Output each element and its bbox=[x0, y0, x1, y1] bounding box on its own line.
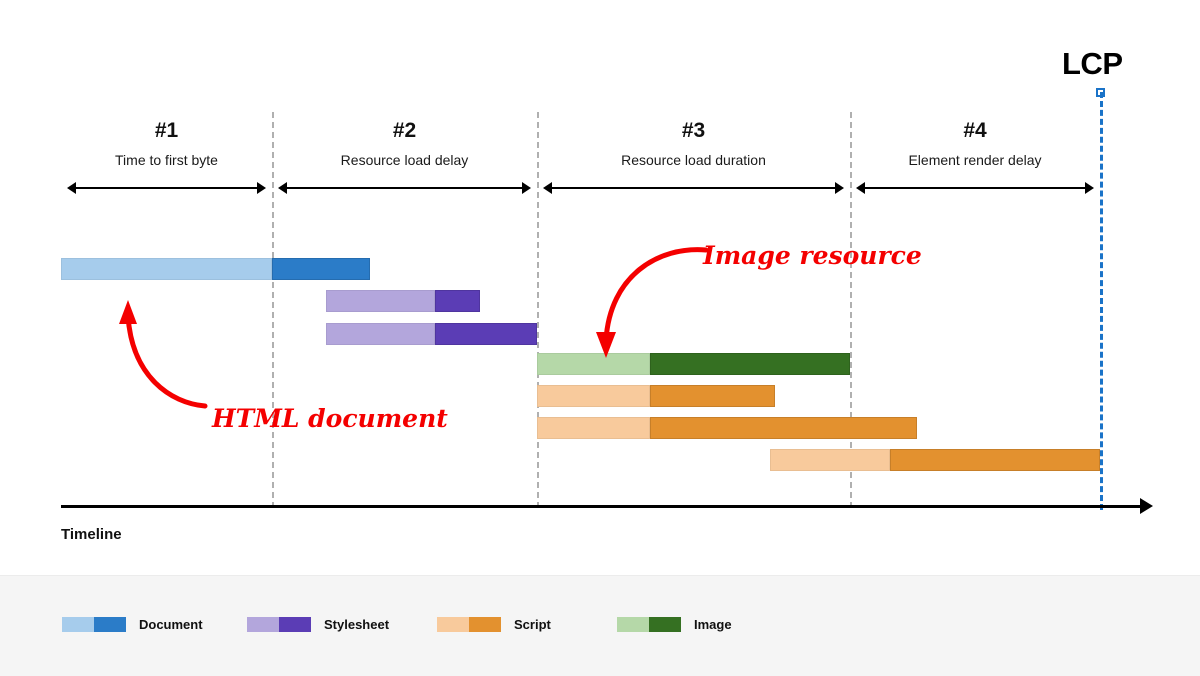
arrow-head-right-icon bbox=[522, 182, 531, 194]
arrow-shaft bbox=[285, 187, 524, 189]
legend-swatch-icon bbox=[617, 617, 681, 632]
legend-swatch-dark bbox=[279, 617, 311, 632]
bar-segment-duration bbox=[890, 449, 1100, 471]
arrow-head-right-icon bbox=[1085, 182, 1094, 194]
arrow-head-left-icon bbox=[543, 182, 552, 194]
html-document-annotation: HTML document bbox=[212, 404, 448, 433]
arrow-shaft bbox=[74, 187, 259, 189]
image-resource-arrow-icon bbox=[596, 247, 709, 358]
legend-swatch-light bbox=[437, 617, 469, 632]
bar-segment-duration bbox=[435, 323, 537, 345]
legend-item-image: Image bbox=[617, 617, 732, 632]
bar-segment-delay bbox=[326, 290, 435, 312]
timeline-axis bbox=[61, 505, 1140, 508]
legend-swatch-icon bbox=[62, 617, 126, 632]
bar-segment-delay bbox=[770, 449, 890, 471]
html-document-arrow-icon bbox=[119, 300, 208, 409]
legend-swatch-icon bbox=[247, 617, 311, 632]
legend-item-document: Document bbox=[62, 617, 203, 632]
legend-label: Stylesheet bbox=[324, 617, 390, 632]
phase-name: Time to first byte bbox=[115, 152, 218, 168]
legend-swatch-dark bbox=[94, 617, 126, 632]
image-resource-annotation: Image resource bbox=[703, 241, 922, 270]
phase-number: #4 bbox=[963, 119, 987, 142]
timeline-label: Timeline bbox=[61, 526, 122, 543]
bar-segment-delay bbox=[326, 323, 435, 345]
legend-swatch-light bbox=[62, 617, 94, 632]
bar-segment-delay bbox=[537, 353, 650, 375]
bar-segment-duration bbox=[650, 417, 917, 439]
lcp-dashed-line bbox=[1100, 92, 1103, 510]
arrow-head-left-icon bbox=[278, 182, 287, 194]
phase-number: #2 bbox=[392, 119, 417, 142]
legend-label: Document bbox=[139, 617, 203, 632]
phase-name: Element render delay bbox=[908, 152, 1042, 168]
bar-script-3 bbox=[770, 449, 1100, 471]
timeline-axis-arrowhead-icon bbox=[1140, 498, 1153, 514]
arrow-head-right-icon bbox=[257, 182, 266, 194]
bar-image-lcp bbox=[537, 353, 850, 375]
arrow-shaft bbox=[863, 187, 1087, 189]
legend-label: Script bbox=[514, 617, 551, 632]
arrow-shaft bbox=[550, 187, 837, 189]
bar-script-1 bbox=[537, 385, 775, 407]
lcp-label: LCP bbox=[1062, 46, 1123, 81]
bar-html-document bbox=[61, 258, 370, 280]
legend-swatch-dark bbox=[649, 617, 681, 632]
bar-segment-delay bbox=[61, 258, 272, 280]
bar-segment-duration bbox=[650, 385, 775, 407]
bar-script-2 bbox=[537, 417, 917, 439]
legend-swatch-dark bbox=[469, 617, 501, 632]
phase-measure-arrow-2 bbox=[278, 182, 531, 194]
phase-divider-1 bbox=[272, 112, 274, 508]
legend-item-script: Script bbox=[437, 617, 551, 632]
bar-segment-duration bbox=[272, 258, 370, 280]
phase-measure-arrow-3 bbox=[543, 182, 844, 194]
phase-number: #3 bbox=[681, 119, 706, 142]
legend-swatch-light bbox=[247, 617, 279, 632]
phase-divider-3 bbox=[850, 112, 852, 508]
legend-swatch-light bbox=[617, 617, 649, 632]
legend-item-stylesheet: Stylesheet bbox=[247, 617, 389, 632]
bar-segment-duration bbox=[435, 290, 480, 312]
phase-divider-2 bbox=[537, 112, 539, 508]
arrow-head-right-icon bbox=[835, 182, 844, 194]
bar-segment-duration bbox=[650, 353, 850, 375]
bar-segment-delay bbox=[537, 385, 650, 407]
arrow-head-left-icon bbox=[856, 182, 865, 194]
bar-segment-delay bbox=[537, 417, 650, 439]
legend-label: Image bbox=[694, 617, 732, 632]
phase-measure-arrow-1 bbox=[67, 182, 266, 194]
phase-name: Resource load delay bbox=[340, 152, 469, 168]
phase-name: Resource load duration bbox=[621, 152, 766, 168]
bar-stylesheet-1 bbox=[326, 290, 480, 312]
legend-swatch-icon bbox=[437, 617, 501, 632]
bar-stylesheet-2 bbox=[326, 323, 537, 345]
phase-measure-arrow-4 bbox=[856, 182, 1094, 194]
legend-band bbox=[0, 575, 1200, 676]
arrow-head-left-icon bbox=[67, 182, 76, 194]
phase-number: #1 bbox=[154, 119, 179, 142]
